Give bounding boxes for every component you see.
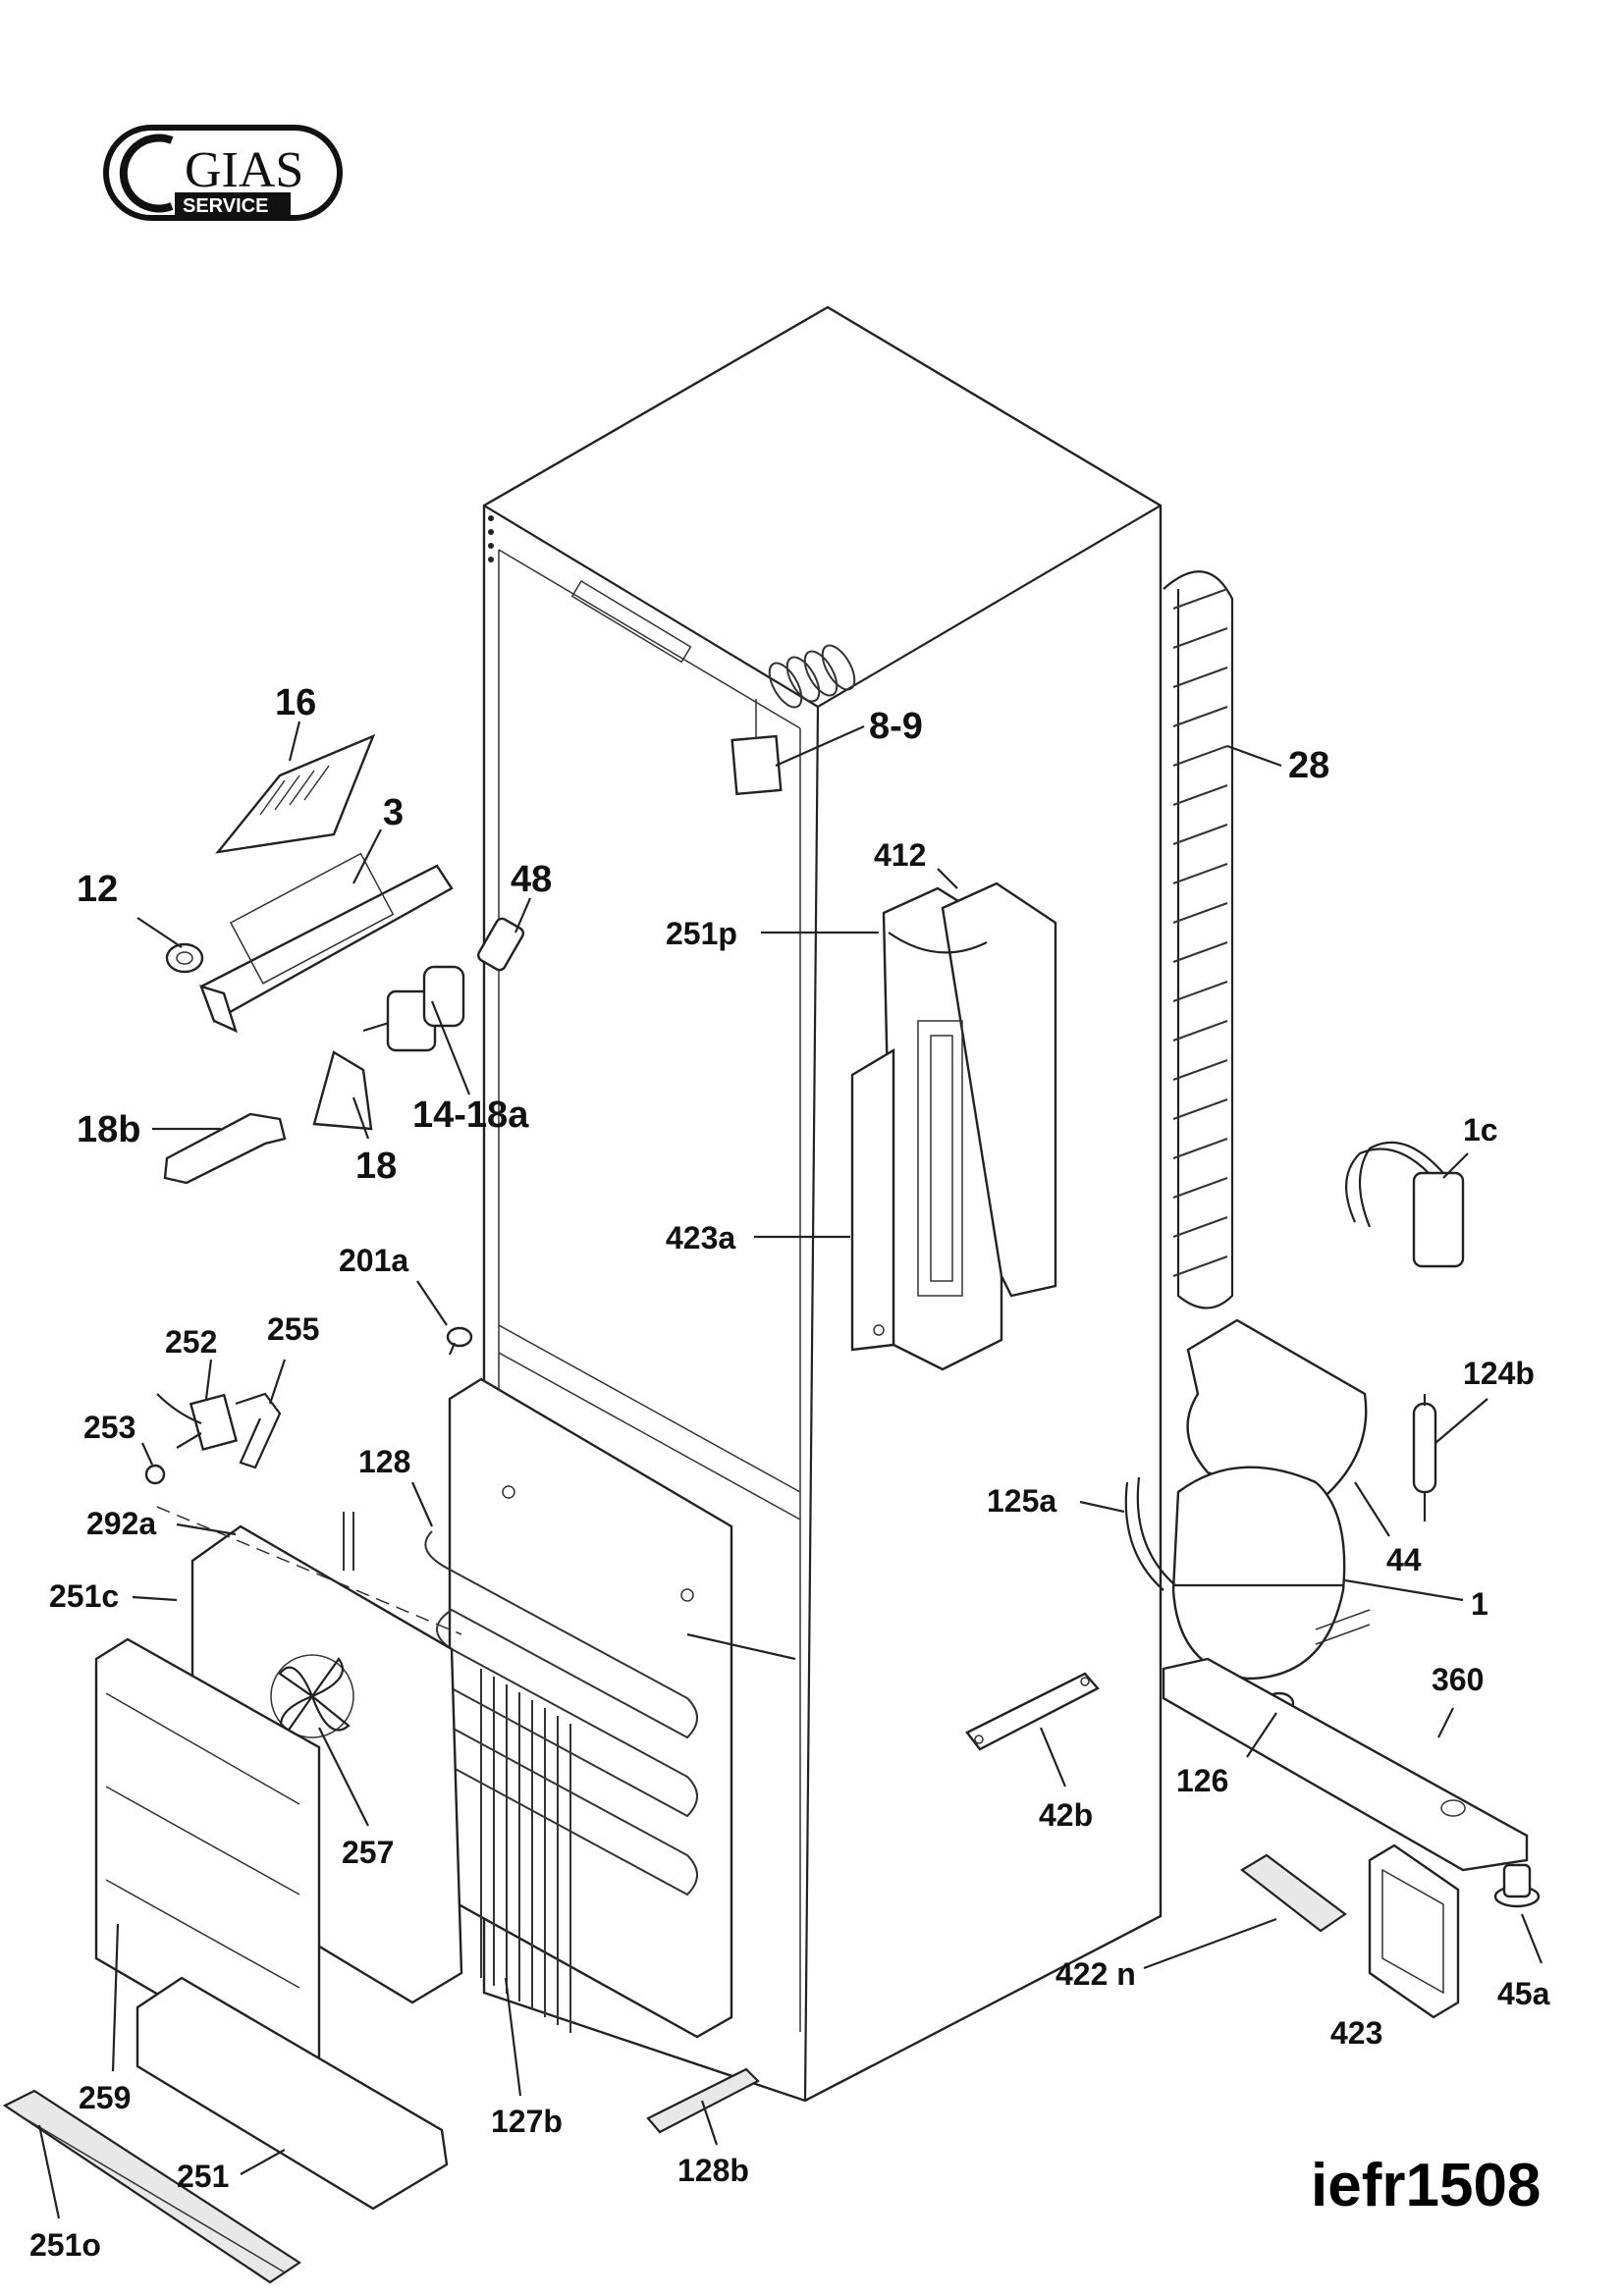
label-253: 253 — [83, 1410, 135, 1445]
label-251c: 251c — [49, 1578, 119, 1614]
label-18: 18 — [355, 1146, 397, 1187]
condenser-28 — [1163, 570, 1234, 1309]
relay-8-9 — [730, 699, 783, 796]
freezer-drawer-251 — [135, 1976, 449, 2211]
fan-hub-253 — [144, 1464, 166, 1485]
capacitor-1c — [1345, 1141, 1465, 1268]
label-8-9: 8-9 — [869, 706, 923, 747]
label-259: 259 — [79, 2080, 131, 2115]
label-252: 252 — [165, 1324, 217, 1360]
bracket-42b — [965, 1672, 1100, 1751]
thermostat-14-18a — [362, 965, 465, 1052]
label-423a: 423a — [666, 1220, 735, 1255]
gias-service-logo: GIAS SERVICE — [103, 125, 343, 221]
label-126: 126 — [1176, 1763, 1228, 1798]
label-124b: 124b — [1463, 1356, 1535, 1391]
compressor-base-360 — [1162, 1657, 1529, 1872]
label-16: 16 — [275, 682, 316, 723]
logo-subtitle: SERVICE — [183, 195, 268, 217]
label-45a: 45a — [1497, 1976, 1550, 2011]
lamp-cover-18 — [312, 1050, 373, 1131]
label-257: 257 — [342, 1835, 394, 1870]
label-255: 255 — [267, 1311, 319, 1347]
motor-bracket-255 — [235, 1392, 282, 1469]
evaporator-assembly-412 — [882, 881, 1057, 1371]
label-422n: 422 n — [1055, 1956, 1136, 1992]
drawer-front-251o — [2, 2089, 302, 2284]
label-125a: 125a — [987, 1483, 1056, 1519]
label-201a: 201a — [339, 1243, 408, 1278]
label-42b: 42b — [1039, 1797, 1093, 1833]
evaporator-fins-127b — [480, 1669, 571, 2033]
freezer-tray-259 — [94, 1637, 321, 2073]
label-128b: 128b — [677, 2153, 749, 2188]
seal-292a — [156, 1506, 462, 1635]
filter-drier-124b — [1412, 1394, 1437, 1522]
logo-name: GIAS — [185, 142, 303, 198]
label-251p: 251p — [666, 916, 737, 951]
foot-45a — [1493, 1863, 1541, 1908]
panel-423a — [850, 1047, 895, 1352]
label-12: 12 — [77, 869, 118, 910]
tube-125a — [1124, 1476, 1176, 1591]
control-board-422n — [1240, 1853, 1347, 1933]
label-18b: 18b — [77, 1109, 140, 1150]
callout-labels: 16 3 12 48 14-18a 18b 18 8-9 28 412 251p… — [29, 682, 1550, 2263]
label-14-18a: 14-18a — [412, 1095, 529, 1136]
label-1c: 1c — [1463, 1112, 1498, 1148]
label-251: 251 — [177, 2159, 229, 2194]
label-128: 128 — [358, 1444, 410, 1479]
lamp-holder-48 — [477, 917, 524, 972]
compressor-1 — [1171, 1466, 1371, 1681]
label-360: 360 — [1432, 1662, 1484, 1697]
evaporator-coil-128 — [343, 1512, 796, 1896]
label-423: 423 — [1330, 2015, 1382, 2051]
label-44: 44 — [1386, 1542, 1422, 1577]
label-3: 3 — [383, 792, 404, 833]
label-28: 28 — [1288, 745, 1329, 786]
diagram-code: iefr1508 — [1311, 2152, 1541, 2219]
label-127b: 127b — [491, 2104, 563, 2139]
handle-18b — [163, 1112, 287, 1185]
label-412: 412 — [874, 837, 926, 873]
screw-201a — [446, 1326, 473, 1356]
fan-motor-252 — [156, 1393, 239, 1452]
frame-423 — [1368, 1843, 1460, 2019]
knob-12 — [165, 942, 204, 974]
label-48: 48 — [511, 859, 552, 900]
label-292a: 292a — [86, 1506, 156, 1541]
label-1: 1 — [1471, 1586, 1488, 1622]
thermostat-housing-3 — [199, 852, 454, 1034]
thermostat-cover-16 — [215, 733, 376, 854]
label-251o: 251o — [29, 2227, 101, 2263]
leader-lines — [37, 721, 1543, 2219]
